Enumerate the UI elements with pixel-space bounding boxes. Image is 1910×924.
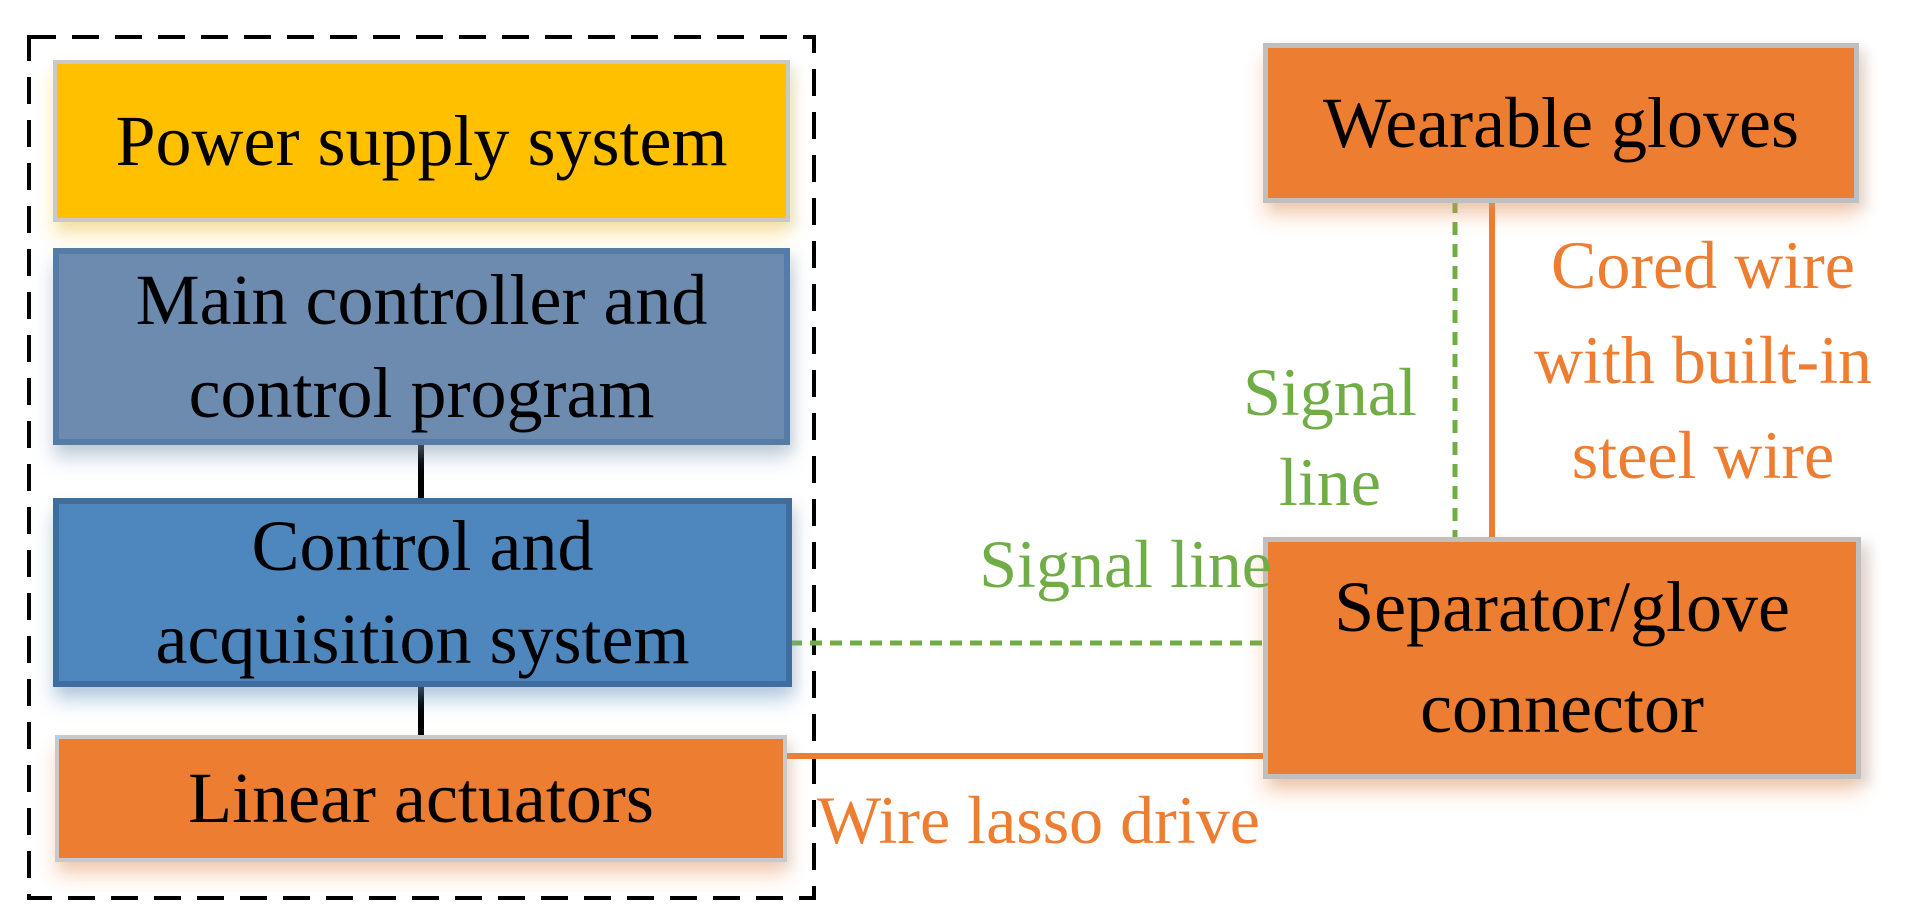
cored-wire-label: Cored wire with built-in steel wire [1533, 227, 1873, 494]
box-power-supply-system: Power supply system [53, 60, 790, 222]
box-separator-glove-connector-label: Separator/glove connector [1334, 567, 1790, 748]
control-group-dashed-frame [27, 35, 816, 900]
box-control-acquisition-system: Control and acquisition system [53, 498, 792, 687]
box-power-supply-system-label: Power supply system [115, 100, 728, 181]
box-main-controller: Main controller and control program [53, 248, 790, 445]
wire-lasso-drive-label: Wire lasso drive [817, 782, 1260, 858]
signal-line-horizontal-label: Signal line [979, 526, 1272, 602]
box-main-controller-label: Main controller and control program [135, 260, 708, 433]
box-control-acquisition-system-label: Control and acquisition system [155, 506, 690, 679]
box-wearable-gloves: Wearable gloves [1263, 43, 1859, 203]
box-wearable-gloves-label: Wearable gloves [1323, 82, 1799, 163]
box-linear-actuators: Linear actuators [55, 735, 787, 862]
box-separator-glove-connector: Separator/glove connector [1263, 537, 1861, 779]
box-linear-actuators-label: Linear actuators [188, 758, 654, 839]
signal-line-vertical-label: Signal line [1243, 354, 1417, 520]
